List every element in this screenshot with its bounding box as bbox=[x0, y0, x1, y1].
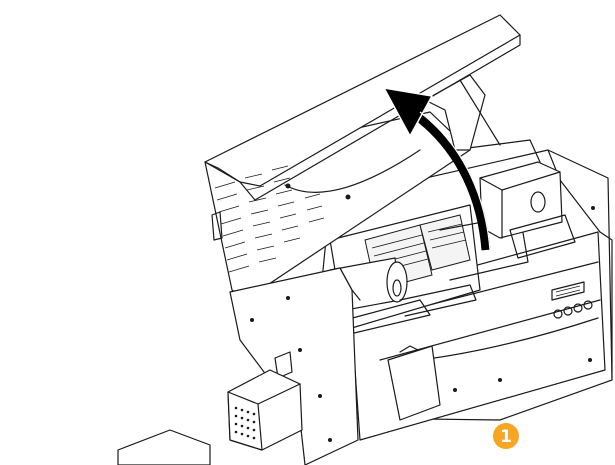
panel-button-4 bbox=[583, 300, 593, 310]
printer-base bbox=[117, 429, 211, 465]
printer-lid-open bbox=[204, 14, 521, 301]
callout-badge: 1 bbox=[493, 423, 519, 449]
card-tray-flap bbox=[387, 345, 441, 421]
panel-button-2 bbox=[563, 306, 573, 316]
panel-button-3 bbox=[573, 303, 583, 313]
print-mechanism bbox=[329, 204, 529, 335]
callout-number: 1 bbox=[500, 427, 512, 447]
panel-button-1 bbox=[553, 309, 563, 319]
feeder-module bbox=[467, 139, 576, 259]
curved-arrow-up-icon bbox=[383, 87, 491, 251]
printer-side-panel bbox=[229, 267, 361, 465]
output-hopper bbox=[227, 369, 303, 451]
